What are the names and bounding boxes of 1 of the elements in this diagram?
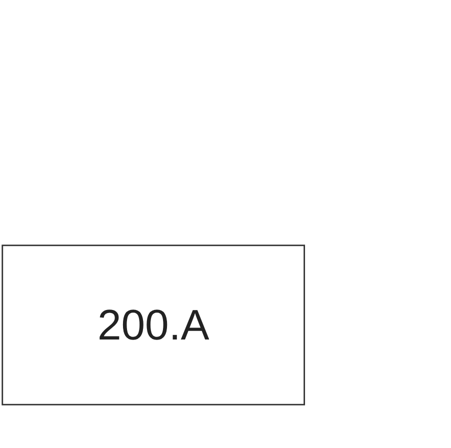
node-box: 200.A [2, 244, 306, 406]
